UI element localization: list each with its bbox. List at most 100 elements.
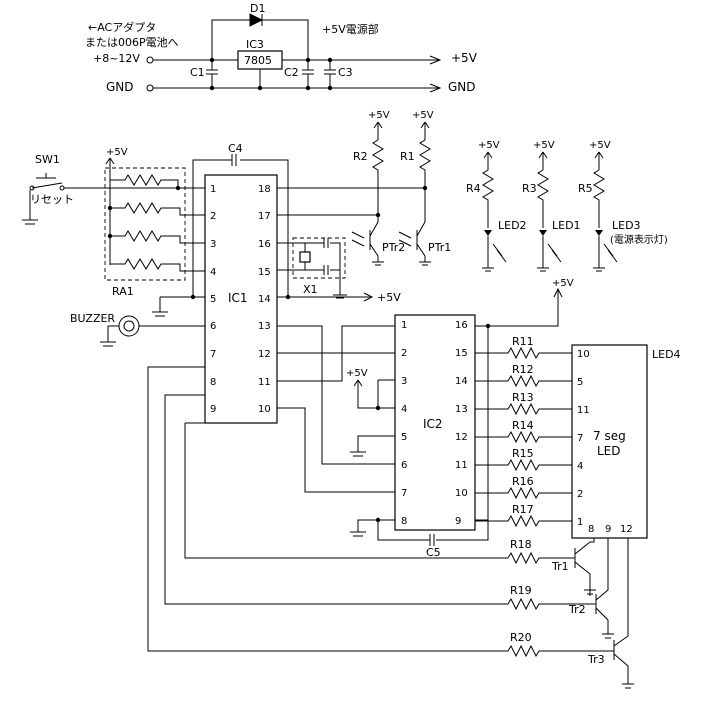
svg-text:R12: R12 [512,363,534,376]
ic2-left-pins: 1 2 3 4 5 6 7 8 [401,320,407,527]
svg-text:12: 12 [620,524,633,535]
svg-text:10: 10 [258,404,271,415]
c1-capacitor [206,60,218,88]
power-section: ←ACアダプタ または006P電池へ +8~12V +5V電源部 GND GND… [85,2,478,94]
svg-text:R17: R17 [512,503,534,516]
ic1-pin5-gnd [152,296,205,317]
ptr1-label: PTr1 [428,241,451,254]
ic2-chip: IC2 1 2 3 4 5 6 7 8 16 15 14 13 12 11 10… [346,278,574,559]
tr2 [595,538,609,634]
ic3-part-label: 7805 [244,54,272,67]
ra1-vcc [105,157,115,265]
led2-label: LED2 [498,219,527,232]
led1-diode [539,230,547,236]
r2-vcc-label: +5V [368,110,390,121]
ra1-vcc-label: +5V [106,147,128,158]
r3-resistor [537,169,549,228]
svg-text:10: 10 [577,349,590,360]
led3-diode [595,230,603,236]
gnd-terminal [146,84,154,92]
svg-text:R19: R19 [510,584,532,597]
svg-text:9: 9 [605,524,611,535]
d1-wire [211,19,309,60]
seg-label-2: LED [597,444,621,458]
buzzer: BUZZER [70,312,205,347]
svg-text:+5V: +5V [552,278,574,289]
svg-text:8: 8 [210,377,216,388]
tr3 [613,538,629,684]
svg-text:5: 5 [210,294,216,305]
svg-text:9: 9 [210,404,216,415]
svg-text:5: 5 [401,432,407,443]
segment-resistors: R11 R12 R13 R14 R15 R16 R17 [475,335,572,528]
x1-crystal: X1 [277,237,347,299]
c3-label: C3 [338,66,353,79]
svg-text:R20: R20 [510,631,532,644]
svg-text:Tr1: Tr1 [551,560,569,573]
gnd-right-label: GND [448,80,476,94]
svg-text:12: 12 [455,432,468,443]
sw1-ground [22,190,38,225]
svg-text:14: 14 [258,294,271,305]
driver-transistors: R18 Tr1 R19 Tr2 R20 Tr3 [147,366,634,689]
adapter-note-1: ←ACアダプタ [88,20,156,34]
svg-text:6: 6 [401,460,407,471]
svg-text:1: 1 [210,184,216,195]
ic1-body [204,174,278,424]
ic1-left-pins: 1 2 3 4 5 6 7 8 9 [210,184,216,415]
svg-text:11: 11 [577,405,590,416]
svg-text:R11: R11 [512,335,534,348]
led2-diode [484,230,492,236]
phototransistor-section: +5V +5V R2 R1 PTr2 PTr1 [277,110,451,266]
svg-text:16: 16 [258,239,271,250]
svg-text:+5V: +5V [533,140,555,151]
svg-text:5: 5 [577,377,583,388]
led1-label: LED1 [552,219,581,232]
c4-label: C4 [228,142,243,155]
ptr1 [416,215,426,262]
r4-label: R4 [466,182,481,195]
svg-text:11: 11 [455,460,468,471]
ic3-label: IC3 [246,38,264,51]
svg-text:17: 17 [258,211,271,222]
c2-label: C2 [284,66,299,79]
c2-capacitor [302,60,314,88]
r2-label: R2 [353,150,368,163]
led4-bottom-pins: 8 9 12 [588,524,633,535]
c4-capacitor [231,154,237,166]
svg-text:2: 2 [577,489,583,500]
c1-label: C1 [190,66,205,79]
led4-left-pins: 10 5 11 7 4 2 1 [577,349,590,528]
input-voltage-label: +8~12V [93,52,140,65]
svg-text:1: 1 [401,320,407,331]
svg-text:11: 11 [258,377,271,388]
ic1-label: IC1 [228,291,248,305]
d1-diode [249,13,264,27]
c5-label: C5 [426,546,441,559]
led4-body [571,344,648,539]
svg-text:+5V: +5V [589,140,611,151]
led3-note: (電源表示灯) [610,233,668,246]
power-section-title: +5V電源部 [322,22,379,36]
svg-text:15: 15 [455,348,468,359]
ic1-vcc-label: +5V [377,291,401,304]
x1-box [292,237,346,279]
svg-text:7: 7 [210,349,216,360]
r1-label: R1 [400,150,415,163]
svg-text:4: 4 [577,461,583,472]
led4-label: LED4 [652,348,681,361]
out-arrow [429,55,442,65]
svg-text:6: 6 [210,321,216,332]
svg-text:R14: R14 [512,419,534,432]
svg-text:+5V: +5V [478,140,500,151]
ic2-right-pins: 16 15 14 13 12 11 10 9 [455,320,468,527]
svg-text:R18: R18 [510,538,532,551]
c4-wire [192,159,289,297]
ra1-label: RA1 [112,285,134,298]
svg-text:8: 8 [401,516,407,527]
svg-text:13: 13 [455,404,468,415]
x1-label: X1 [303,283,318,296]
power-out-5v-label: +5V [451,51,478,65]
svg-text:7: 7 [401,488,407,499]
ptr2-label: PTr2 [382,241,405,254]
